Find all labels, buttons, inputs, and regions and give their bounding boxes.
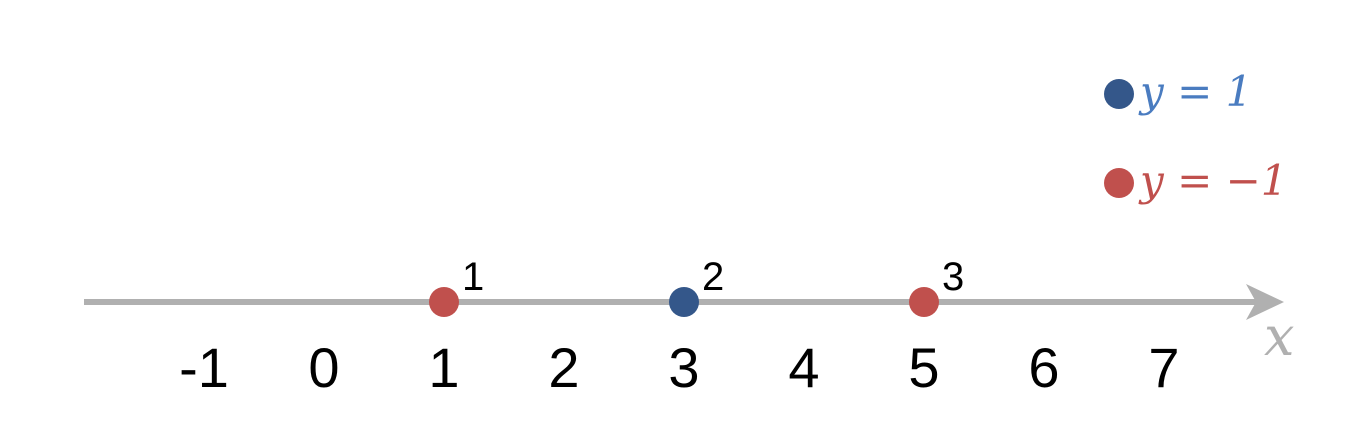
legend-label-pos: y = 1 [1138,67,1252,116]
tick-label: 4 [788,336,819,399]
legend-marker-neg [1104,168,1134,198]
point-index-label: 3 [942,255,964,299]
tick-label: -1 [179,336,229,399]
axis-arrowhead [1246,284,1284,320]
tick-labels: -1 0 1 2 3 4 5 6 7 [179,336,1179,399]
tick-label: 0 [308,336,339,399]
legend: y = 1 y = −1 [1104,67,1288,205]
tick-label: 7 [1148,336,1179,399]
legend-marker-pos [1104,79,1134,109]
axis-variable-label: x [1264,305,1294,368]
tick-label: 1 [428,336,459,399]
tick-label: 3 [668,336,699,399]
data-point-neg [429,287,459,317]
data-point-pos [669,287,699,317]
data-point-neg [909,287,939,317]
data-points: 1 2 3 [429,255,964,317]
tick-label: 5 [908,336,939,399]
tick-label: 6 [1028,336,1059,399]
legend-label-neg: y = −1 [1138,156,1288,205]
point-index-label: 1 [462,255,484,299]
point-index-label: 2 [702,255,724,299]
tick-label: 2 [548,336,579,399]
